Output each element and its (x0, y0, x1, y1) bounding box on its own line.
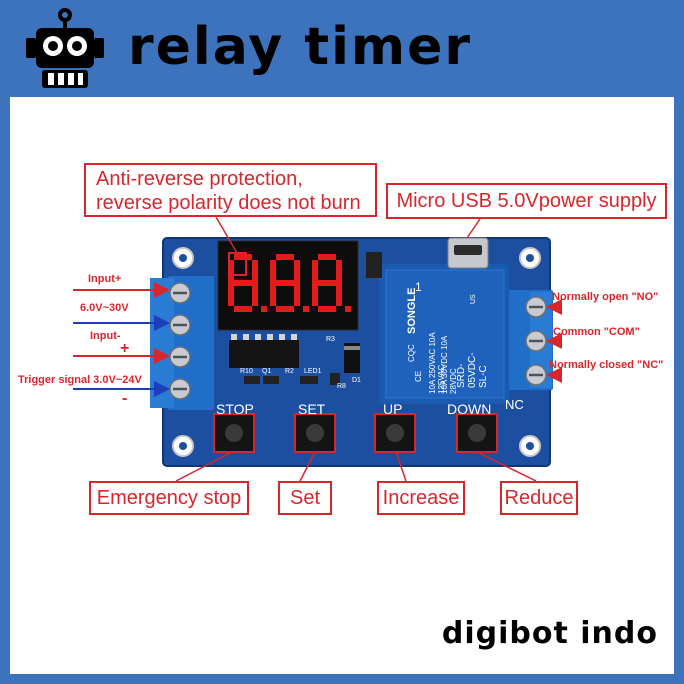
display-dot (345, 306, 351, 312)
label-input-plus: Input+ (88, 273, 122, 285)
label-plus-sign: + (120, 340, 130, 357)
label-normally-closed: Normally closed "NC" (549, 359, 664, 371)
display-segment (234, 306, 252, 312)
silk-q1: Q1 (262, 368, 272, 375)
label-common: Common "COM" (553, 326, 640, 338)
brand-title: relay timer (128, 17, 473, 77)
display-segment (228, 283, 234, 306)
display-segment (270, 260, 276, 283)
display-segment (312, 283, 318, 306)
display-segment (318, 254, 336, 260)
display-segment (276, 306, 294, 312)
relay-brand: SONGLE (406, 287, 418, 334)
relay-label: 1 SONGLE CE CQC 10A 250VAC 10A 125VAC 10… (406, 280, 506, 394)
display-segment (336, 260, 342, 283)
display-dot (261, 306, 267, 312)
silk-led1: LED1 (304, 368, 322, 375)
display-segment (234, 280, 252, 286)
display-segment (312, 260, 318, 283)
silk-r10: R10 (240, 368, 253, 375)
display-segment (228, 260, 234, 283)
relay-pin: 1 (415, 280, 422, 294)
label-minus-sign: - (122, 390, 128, 407)
relay-mark-ul: US (470, 294, 477, 304)
display-dot (303, 306, 309, 312)
display-segment (252, 283, 258, 306)
display-segment (336, 283, 342, 306)
callout-anti-reverse-line1: Anti-reverse protection, (96, 168, 303, 190)
silk-d1: D1 (352, 377, 361, 384)
footer-brand: digibot indo (441, 616, 658, 651)
callout-usb: Micro USB 5.0Vpower supply (386, 183, 667, 219)
silk-r3: R3 (326, 336, 335, 343)
label-trigger: Trigger signal 3.0V~24V (18, 374, 142, 386)
callout-increase: Increase (377, 481, 465, 515)
callout-anti-reverse: Anti-reverse protection, reverse polarit… (84, 163, 377, 217)
callout-reduce: Reduce (500, 481, 578, 515)
display-segment (276, 254, 294, 260)
silk-r8: R8 (337, 383, 346, 390)
display-segment (294, 260, 300, 283)
display-segment (276, 280, 294, 286)
display-segment (270, 283, 276, 306)
button-label-set: SET (298, 401, 326, 417)
display-segment (318, 280, 336, 286)
nc-mark: NC (505, 397, 524, 412)
relay-model: SRD-05VDC-SL-C (456, 352, 489, 388)
callout-emergency-stop: Emergency stop (89, 481, 249, 515)
display-segment (252, 260, 258, 283)
label-input-minus: Input- (90, 330, 121, 342)
relay-mark-cqc: CQC (407, 344, 416, 362)
display-segment (234, 254, 252, 260)
display-segment (318, 306, 336, 312)
button-label-stop: STOP (216, 401, 254, 417)
silk-r2: R2 (285, 368, 294, 375)
display-segment (294, 283, 300, 306)
label-voltage: 6.0V~30V (80, 302, 129, 314)
callout-anti-reverse-line2: reverse polarity does not burn (96, 192, 361, 214)
label-normally-open: Normally open "NO" (552, 291, 659, 303)
relay-mark-ce: CE (414, 370, 423, 382)
button-label-up: UP (383, 401, 403, 417)
button-label-down: DOWN (447, 401, 492, 417)
callout-set: Set (278, 481, 332, 515)
robot-logo-icon (26, 8, 104, 88)
